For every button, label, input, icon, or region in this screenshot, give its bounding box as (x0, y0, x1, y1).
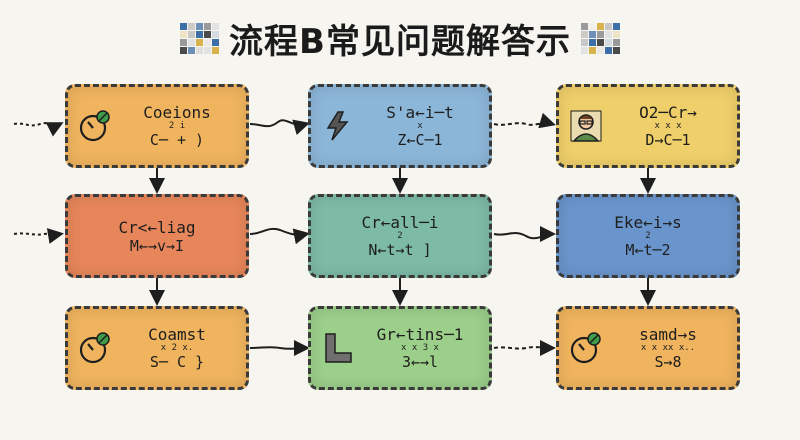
connector-in-r1 (13, 122, 64, 137)
person-icon (569, 109, 603, 143)
lightning-icon (321, 109, 355, 143)
connector-r3c2-r3c3 (493, 339, 556, 356)
node-annotation-marks: 2 (397, 231, 403, 241)
node-label-primary: Eke←i→s (614, 213, 682, 232)
node-annotation-marks: 2 i (168, 121, 186, 131)
node-label-secondary: M←→v→I (129, 236, 185, 255)
node-label-secondary: M←t─2 (625, 241, 671, 259)
connector-r1c1-r1c2 (249, 119, 310, 135)
title-bar: 流程B常见问题解答示 (0, 14, 800, 62)
bracket-icon (321, 331, 355, 365)
node-annotation-marks: x x xx x.. (640, 343, 696, 353)
timer-icon (78, 109, 112, 143)
node-label-primary: Coamst (148, 325, 206, 344)
pixel-decoration-icon (180, 22, 220, 54)
page-title: 流程B常见问题解答示 (229, 21, 571, 62)
connector-r2c1-r2c2 (249, 227, 310, 245)
node-annotation-marks: 2 (645, 231, 651, 241)
node-label-secondary: Z←C─1 (397, 131, 443, 149)
connector-r2c2-r2c3 (493, 226, 556, 243)
node-label-primary: Cr←all─i (361, 213, 439, 232)
node-annotation-marks: x 2 x. (160, 343, 194, 353)
timer-icon (569, 331, 603, 365)
pixel-decoration-icon (580, 22, 620, 54)
node-annotation-marks: x x x (654, 121, 682, 131)
node-label-primary: samd→s (639, 325, 697, 344)
node-label-secondary: C─ + ) (149, 131, 205, 149)
node-label-secondary: S─ C } (149, 353, 205, 371)
connector-r3c1-r3c2 (249, 340, 310, 357)
node-label-secondary: 3←→l (401, 353, 439, 371)
node-label-primary: S'a←i─t (386, 103, 454, 122)
node-label-primary: Gr←tins─1 (376, 325, 464, 344)
node-annotation-marks: x x 3 x (401, 343, 439, 353)
node-label-primary: Cr<←liag (118, 217, 196, 237)
node-label-secondary: D→C─1 (645, 131, 691, 149)
connector-r1c2-r1c3 (493, 112, 556, 129)
timer-icon (78, 331, 112, 365)
node-label-primary: O2─Cr→ (639, 103, 697, 122)
connector-in-r2 (13, 228, 64, 244)
node-label-secondary: S→8 (654, 353, 682, 371)
node-label-primary: Coeions (143, 103, 211, 122)
node-annotation-marks: x (417, 121, 423, 131)
node-label-secondary: N←t→t ] (368, 241, 432, 259)
